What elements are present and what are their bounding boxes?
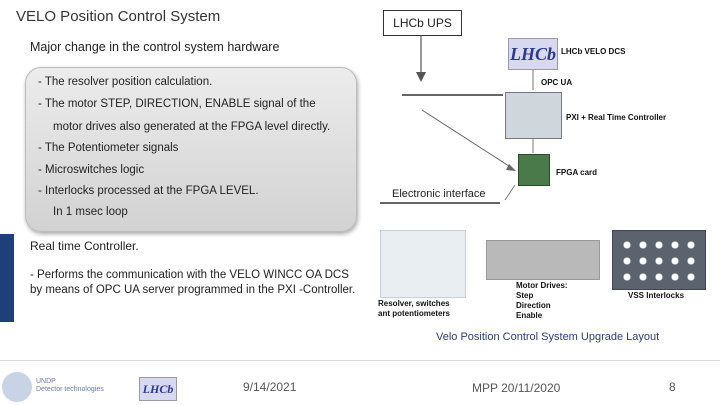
institute-logo bbox=[2, 372, 32, 402]
dcs-label: LHCb VELO DCS bbox=[561, 47, 626, 56]
fpga-card-image bbox=[518, 154, 550, 186]
institute-text: UNDP Detector technologies bbox=[36, 378, 104, 394]
footer-event: MPP 20/11/2020 bbox=[472, 381, 561, 395]
slide-title: VELO Position Control System bbox=[16, 8, 221, 25]
drives-label: Direction bbox=[516, 301, 551, 310]
vss-label: VSS Interlocks bbox=[628, 291, 685, 300]
bullet-item: - Microswitches logic bbox=[38, 164, 145, 176]
resolver-label: Resolver, switches bbox=[378, 299, 450, 308]
bullet-item: - The Potentiometer signals bbox=[38, 142, 179, 154]
pxi-chassis-image bbox=[505, 92, 562, 139]
motor-drives-image bbox=[486, 240, 600, 280]
lhcb-logo: LHCb bbox=[508, 38, 558, 70]
electronic-interface-label: Electronic interface bbox=[392, 188, 486, 200]
pxi-label: PXI + Real Time Controller bbox=[566, 113, 667, 122]
bullet-item: - Interlocks processed at the FPGA LEVEL… bbox=[38, 185, 259, 197]
bullet-item: - The resolver position calculation. bbox=[38, 76, 213, 88]
footer-lhcb-logo: LHCb bbox=[139, 377, 177, 401]
rt-controller-title: Real time Controller. bbox=[30, 239, 139, 253]
resolver-mechanism-image bbox=[380, 230, 466, 298]
page-number: 8 bbox=[669, 380, 676, 394]
highlight-bubble: - The resolver position calculation. - T… bbox=[25, 67, 357, 232]
drives-label: Motor Drives: bbox=[516, 281, 568, 290]
fpga-label: FPGA card bbox=[556, 168, 598, 177]
institute-line: UNDP bbox=[36, 378, 56, 385]
opc-label: OPC UA bbox=[541, 78, 573, 87]
rt-controller-text: - Performs the communication with the VE… bbox=[30, 269, 356, 296]
institute-line: Detector technologies bbox=[36, 386, 104, 393]
slide-subtitle: Major change in the control system hardw… bbox=[30, 40, 280, 54]
drives-label: Step bbox=[516, 291, 534, 300]
bullet-continuation: motor drives also generated at the FPGA … bbox=[53, 121, 331, 133]
left-accent-bar bbox=[0, 234, 14, 322]
diagram-caption: Velo Position Control System Upgrade Lay… bbox=[436, 331, 660, 343]
resolver-label: ant potentiometers bbox=[378, 309, 451, 318]
bullet-item: - The motor STEP, DIRECTION, ENABLE sign… bbox=[38, 98, 316, 110]
ups-box: LHCb UPS bbox=[383, 10, 462, 36]
vss-panel-image bbox=[612, 230, 706, 290]
footer-divider bbox=[0, 360, 720, 361]
bullet-continuation: In 1 msec loop bbox=[53, 206, 128, 218]
footer-date: 9/14/2021 bbox=[243, 380, 297, 394]
drives-label: Enable bbox=[516, 311, 543, 320]
